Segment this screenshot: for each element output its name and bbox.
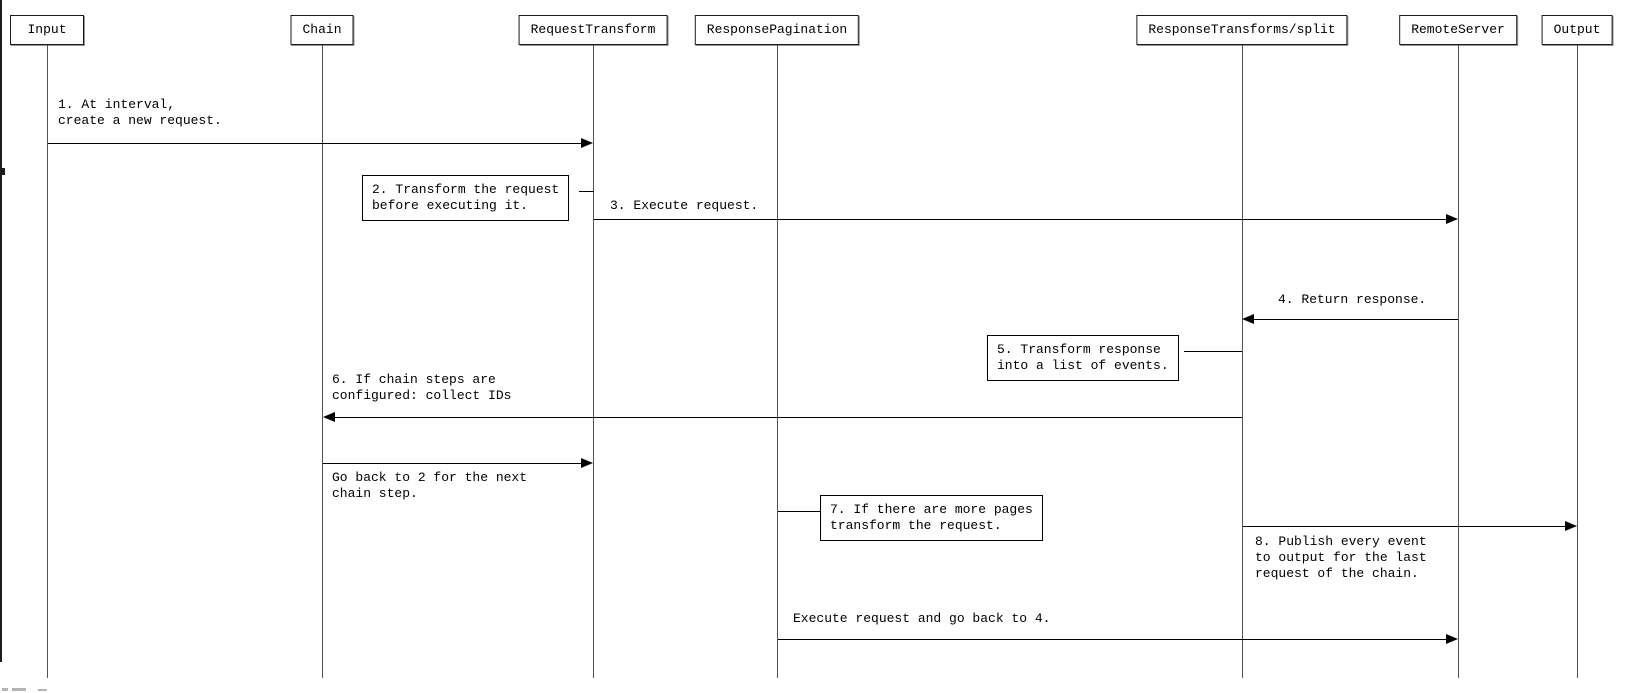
lifeline-output — [1577, 45, 1578, 678]
actor-label: ResponsePagination — [706, 22, 848, 37]
actor-label: RemoteServer — [1411, 22, 1505, 37]
message-goback2-label: Go back to 2 for the next chain step. — [332, 470, 528, 501]
clipped-text-artifact — [12, 688, 26, 691]
window-left-border — [0, 0, 2, 662]
message-8-label: 8. Publish every event to output for the… — [1255, 534, 1427, 581]
lifeline-input — [47, 45, 48, 678]
arrowhead-left-icon — [1242, 314, 1254, 324]
actor-chain: Chain — [290, 15, 354, 45]
arrowhead-right-icon — [1565, 521, 1577, 531]
arrowhead-right-icon — [581, 138, 593, 148]
arrowhead-right-icon — [1446, 634, 1458, 644]
message-8-arrow — [1243, 526, 1565, 527]
message-1-label: 1. At interval, create a new request. — [58, 97, 222, 128]
left-edge-tick — [0, 168, 5, 175]
note-2-connector — [579, 191, 594, 192]
actor-input: Input — [10, 15, 84, 45]
actor-response-transforms-split: ResponseTransforms/split — [1136, 15, 1348, 45]
lifeline-response-pagination — [777, 45, 778, 678]
actor-label: ResponseTransforms/split — [1148, 22, 1336, 37]
message-1-arrow — [48, 143, 582, 144]
note-5-transform-response: 5. Transform response into a list of eve… — [987, 335, 1179, 381]
actor-request-transform: RequestTransform — [518, 15, 668, 45]
message-goback4-arrow — [778, 639, 1446, 640]
actor-response-pagination: ResponsePagination — [694, 15, 860, 45]
message-3-label: 3. Execute request. — [610, 198, 759, 213]
clipped-text-artifact — [38, 689, 47, 691]
actor-label: Output — [1553, 22, 1601, 37]
actor-remote-server: RemoteServer — [1399, 15, 1517, 45]
message-3-arrow — [594, 219, 1447, 220]
lifeline-request-transform — [593, 45, 594, 678]
note-7-connector — [778, 511, 820, 512]
message-6-arrow — [335, 417, 1242, 418]
note-7-more-pages: 7. If there are more pages transform the… — [820, 495, 1043, 541]
arrowhead-right-icon — [1446, 214, 1458, 224]
clipped-text-artifact — [2, 688, 8, 691]
arrowhead-right-icon — [581, 458, 593, 468]
actor-label: Input — [27, 22, 67, 37]
note-5-connector — [1184, 351, 1242, 352]
message-goback4-label: Execute request and go back to 4. — [793, 611, 1051, 626]
lifeline-remote-server — [1458, 45, 1459, 678]
message-goback2-arrow — [323, 463, 581, 464]
lifeline-response-transforms-split — [1242, 45, 1243, 678]
message-4-label: 4. Return response. — [1278, 292, 1427, 307]
actor-label: RequestTransform — [530, 22, 656, 37]
actor-label: Chain — [302, 22, 342, 37]
lifeline-chain — [322, 45, 323, 678]
actor-output: Output — [1541, 15, 1613, 45]
message-4-arrow — [1254, 319, 1458, 320]
note-2-transform-request: 2. Transform the request before executin… — [362, 175, 570, 221]
message-6-label: 6. If chain steps are configured: collec… — [332, 372, 512, 403]
arrowhead-left-icon — [323, 412, 335, 422]
